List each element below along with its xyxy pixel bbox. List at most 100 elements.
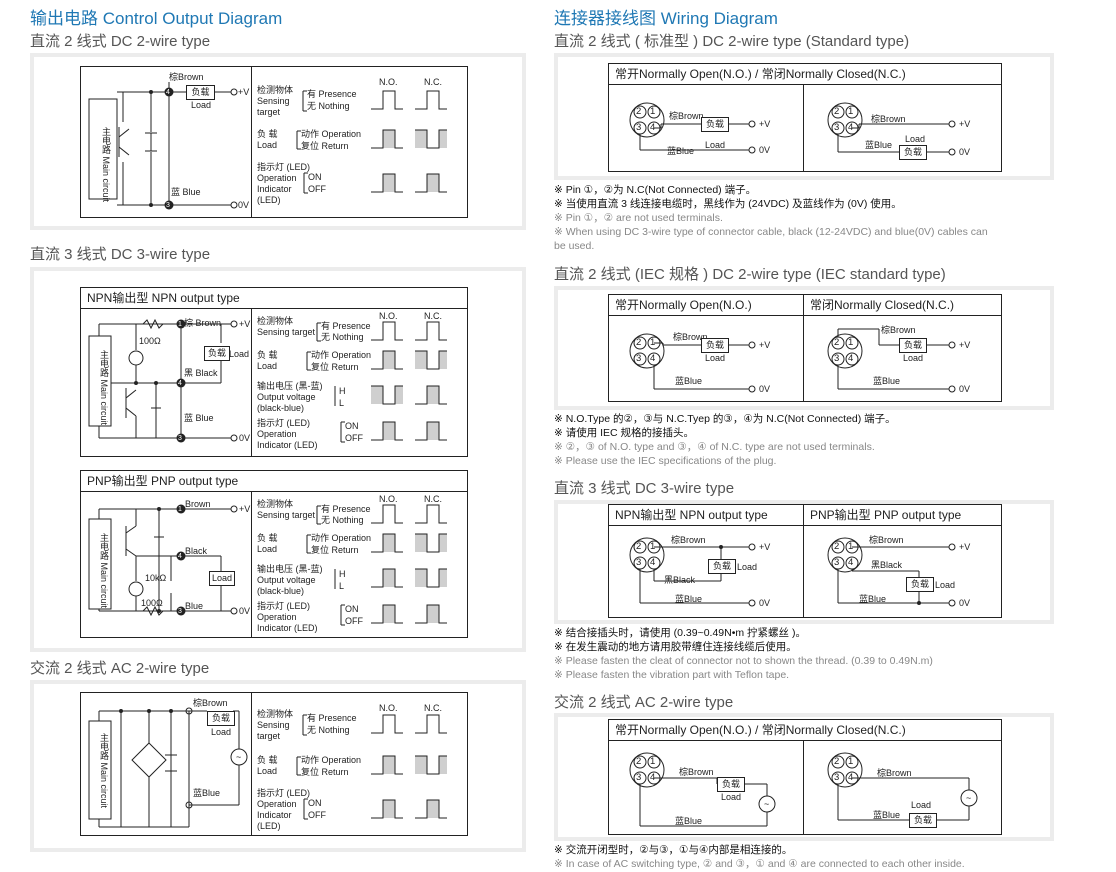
npn-out-cn: 输出电压 (黑-蓝) — [257, 381, 323, 391]
rac2-nc-pin2: 2 — [834, 756, 840, 767]
std-nc-pin4: 4 — [848, 122, 854, 133]
rac2-notes: ※ 交流开闭型时，②与③，①与④内部是相连接的。 ※ In case of AC… — [554, 844, 965, 870]
dc2-panel: 4 3 棕Brown 负载 Load +V 蓝 Blue 0V 主电路 Main… — [30, 53, 526, 230]
ac2-timing-svg — [296, 714, 447, 820]
pnp-pin3: 3 — [178, 608, 182, 615]
rac2-no-load-en: Load — [721, 792, 742, 802]
iec-header-no: 常开Normally Open(N.O.) — [609, 295, 803, 316]
dc2-ind-en3: (LED) — [257, 195, 281, 205]
npn-circuit-svg — [88, 318, 238, 443]
rdc3-npn-black: 黑Black — [664, 575, 696, 585]
std-header: 常开Normally Open(N.O.) / 常闭Normally Close… — [609, 64, 1001, 85]
ac2-ind-en3: (LED) — [257, 821, 281, 831]
pnp-r10k: 10kΩ — [145, 573, 167, 583]
std-wiring-svg — [629, 102, 956, 156]
std-no-brown: 棕Brown — [669, 111, 704, 121]
npn-nc: N.C. — [424, 311, 442, 321]
pnp-out-en2: (black-blue) — [257, 586, 305, 596]
pnp-diagram: PNP输出型 PNP output type — [80, 470, 468, 638]
iec-nc-load-en: Load — [903, 353, 924, 363]
rdc3-pin4: 4 — [650, 557, 656, 568]
npn-pin1: 1 — [178, 321, 182, 328]
pnp-l: L — [339, 581, 345, 591]
ac2-ind-en2: Indicator — [257, 810, 292, 820]
std-panel: 常开Normally Open(N.O.) / 常闭Normally Close… — [554, 53, 1054, 180]
rdc3-npn-zerov: 0V — [759, 598, 771, 608]
npn-off: OFF — [345, 433, 363, 443]
iec-panel: 常开Normally Open(N.O.) 常闭Normally Closed(… — [554, 286, 1054, 410]
iec-no-load: 负载 — [701, 338, 729, 353]
rac2-nc-brown: 棕Brown — [877, 768, 912, 778]
pnp-blue: Blue — [185, 601, 204, 611]
dc2-nothing: 无 Nothing — [307, 101, 350, 111]
pnp-nothing: 无 Nothing — [321, 515, 364, 525]
ac2-tilde: ~ — [236, 752, 242, 762]
iec-wiring-svg — [629, 328, 956, 393]
iec-nc-blue: 蓝Blue — [873, 376, 901, 386]
npn-plusv: +V — [239, 319, 251, 329]
ac2-off: OFF — [308, 810, 326, 820]
dc2-no: N.O. — [379, 77, 398, 87]
dc2-ind-en2: Indicator — [257, 184, 292, 194]
dc2-diagram: 4 3 棕Brown 负载 Load +V 蓝 Blue 0V 主电路 Main… — [80, 66, 468, 218]
npn-header: NPN输出型 NPN output type — [81, 288, 467, 309]
npn-target-en: Sensing target — [257, 327, 316, 337]
std-pin1: 1 — [650, 106, 656, 117]
npn-timing-svg — [306, 321, 447, 443]
ac2-load-en: Load — [211, 727, 232, 737]
dc2-load-en: Load — [191, 100, 212, 110]
ac2-circuit-svg — [88, 707, 248, 828]
iec-nc-zerov: 0V — [959, 384, 971, 394]
rdc3-pin1: 1 — [650, 541, 656, 552]
iec-notes: ※ N.O.Type 的②，③与 N.C.Tyep 的③，④为 N.C(Not … — [554, 413, 896, 467]
rac2-no-tilde: ~ — [764, 799, 770, 809]
ac2-on: ON — [308, 798, 322, 808]
dc2-blue: 蓝 Blue — [171, 187, 201, 197]
rdc3-pnp-load: 负载 — [906, 577, 934, 592]
dc2-zerov: 0V — [238, 200, 250, 210]
pnp-return: 复位 Return — [311, 545, 359, 555]
dc2-load-cn: 负 载 — [257, 129, 278, 139]
rac2-nc-load: 负载 — [909, 813, 937, 828]
rdc3-diagram: NPN输出型 NPN output type PNP输出型 PNP output… — [608, 504, 1002, 618]
npn-load-en2: Load — [257, 361, 278, 371]
std-nc-brown: 棕Brown — [871, 114, 906, 124]
rac2-nc-pin4: 4 — [848, 772, 854, 783]
npn-blue: 蓝 Blue — [184, 413, 214, 423]
std-nc-zerov: 0V — [959, 147, 971, 157]
npn-pin4: 4 — [178, 380, 182, 387]
rac2-no-blue: 蓝Blue — [675, 816, 703, 826]
iec-no-plusv: +V — [759, 340, 771, 350]
left-title: 输出电路 Control Output Diagram — [30, 9, 283, 28]
dc2-circuit-svg — [88, 82, 238, 210]
pnp-load-box: Load — [209, 571, 235, 586]
pnp-h: H — [339, 569, 346, 579]
pnp-ind-en1: Operation — [257, 612, 297, 622]
iec-no-blue: 蓝Blue — [675, 376, 703, 386]
std-nc-pin2: 2 — [834, 106, 840, 117]
dc2-target-en: Sensing — [257, 96, 290, 106]
rdc3-pnp-blue: 蓝Blue — [859, 594, 887, 604]
std-pin3: 3 — [636, 122, 642, 133]
std-notes: ※ Pin ①，②为 N.C(Not Connected) 端子。 ※ 当使用直… — [554, 184, 988, 252]
rac2-no-brown: 棕Brown — [679, 767, 714, 777]
right-title: 连接器接线图 Wiring Diagram — [554, 9, 778, 28]
rac2-subtitle: 交流 2 线式 AC 2-wire type — [554, 694, 734, 711]
pnp-circuit-svg — [88, 504, 238, 617]
rdc3-subtitle: 直流 3 线式 DC 3-wire type — [554, 480, 735, 497]
dc3-subtitle: 直流 3 线式 DC 3-wire type — [30, 246, 211, 263]
iec-subtitle: 直流 2 线式 (IEC 规格 ) DC 2-wire type (IEC st… — [554, 266, 946, 283]
rdc3-header-pnp: PNP输出型 PNP output type — [804, 505, 1001, 526]
pnp-plusv: +V — [239, 504, 251, 514]
npn-load-en: Load — [229, 349, 250, 359]
ac2-nc: N.C. — [424, 703, 442, 713]
rdc3-pin3: 3 — [636, 557, 642, 568]
rdc3-notes: ※ 结合接插头时，请使用 (0.39~0.49N•m 拧紧螺丝 )。 ※ 在发生… — [554, 627, 933, 681]
dc2-subtitle: 直流 2 线式 DC 2-wire type — [30, 33, 211, 50]
rdc3-wiring-svg — [629, 537, 956, 607]
npn-load-cn: 负 载 — [257, 350, 278, 360]
ac2-brown: 棕Brown — [193, 698, 228, 708]
pnp-black: Black — [185, 546, 208, 556]
npn-black: 黑 Black — [184, 368, 218, 378]
pnp-pin1: 1 — [178, 506, 182, 513]
